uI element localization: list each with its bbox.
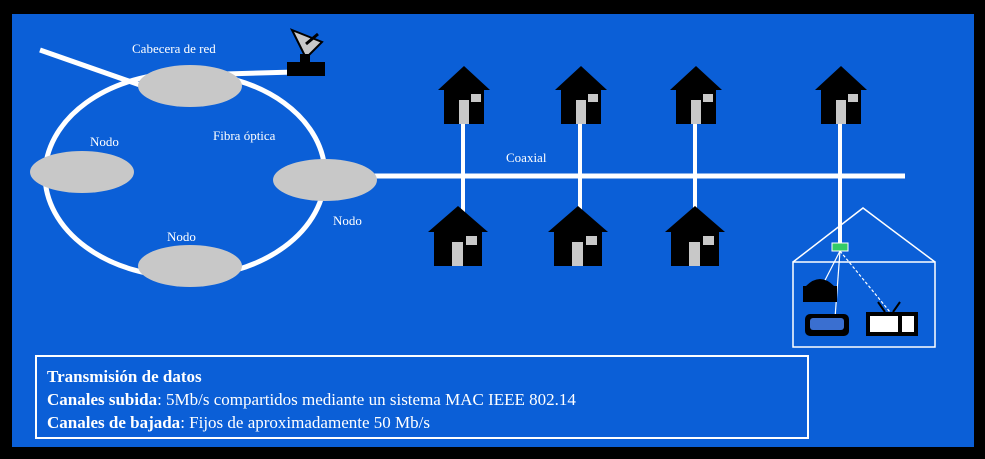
house-icon xyxy=(548,206,608,266)
downstream-label: Canales de bajada xyxy=(47,413,181,432)
home-interior-outline xyxy=(792,207,936,348)
upstream-label: Canales subida xyxy=(47,390,158,409)
node-right xyxy=(273,159,377,201)
house-icon xyxy=(428,206,488,266)
headend-node xyxy=(138,65,242,107)
node-bottom-label: Nodo xyxy=(167,229,196,244)
satellite-dish-icon xyxy=(287,28,325,76)
node-bottom xyxy=(138,245,242,287)
upstream-text: : 5Mb/s compartidos mediante un sistema … xyxy=(157,390,576,409)
house-icon xyxy=(665,206,725,266)
tv-icon xyxy=(866,301,918,336)
house-icon xyxy=(555,66,607,124)
node-left xyxy=(30,151,134,193)
house-icon xyxy=(438,66,490,124)
house-icon xyxy=(815,66,867,124)
data-transmission-box: Transmisión de datos Canales subida: 5Mb… xyxy=(35,355,809,439)
info-title: Transmisión de datos xyxy=(47,367,202,386)
node-right-label: Nodo xyxy=(333,213,362,228)
node-left-label: Nodo xyxy=(90,134,119,149)
headend-label: Cabecera de red xyxy=(132,41,216,56)
fiber-label: Fibra óptica xyxy=(213,128,276,143)
fiber-feed-line xyxy=(39,47,141,88)
coax-label: Coaxial xyxy=(506,150,547,165)
tap-icon xyxy=(831,242,849,252)
telephone-icon xyxy=(803,279,837,302)
modem-icon xyxy=(805,314,849,336)
downstream-text: : Fijos de aproximadamente 50 Mb/s xyxy=(180,413,430,432)
house-icon xyxy=(670,66,722,124)
